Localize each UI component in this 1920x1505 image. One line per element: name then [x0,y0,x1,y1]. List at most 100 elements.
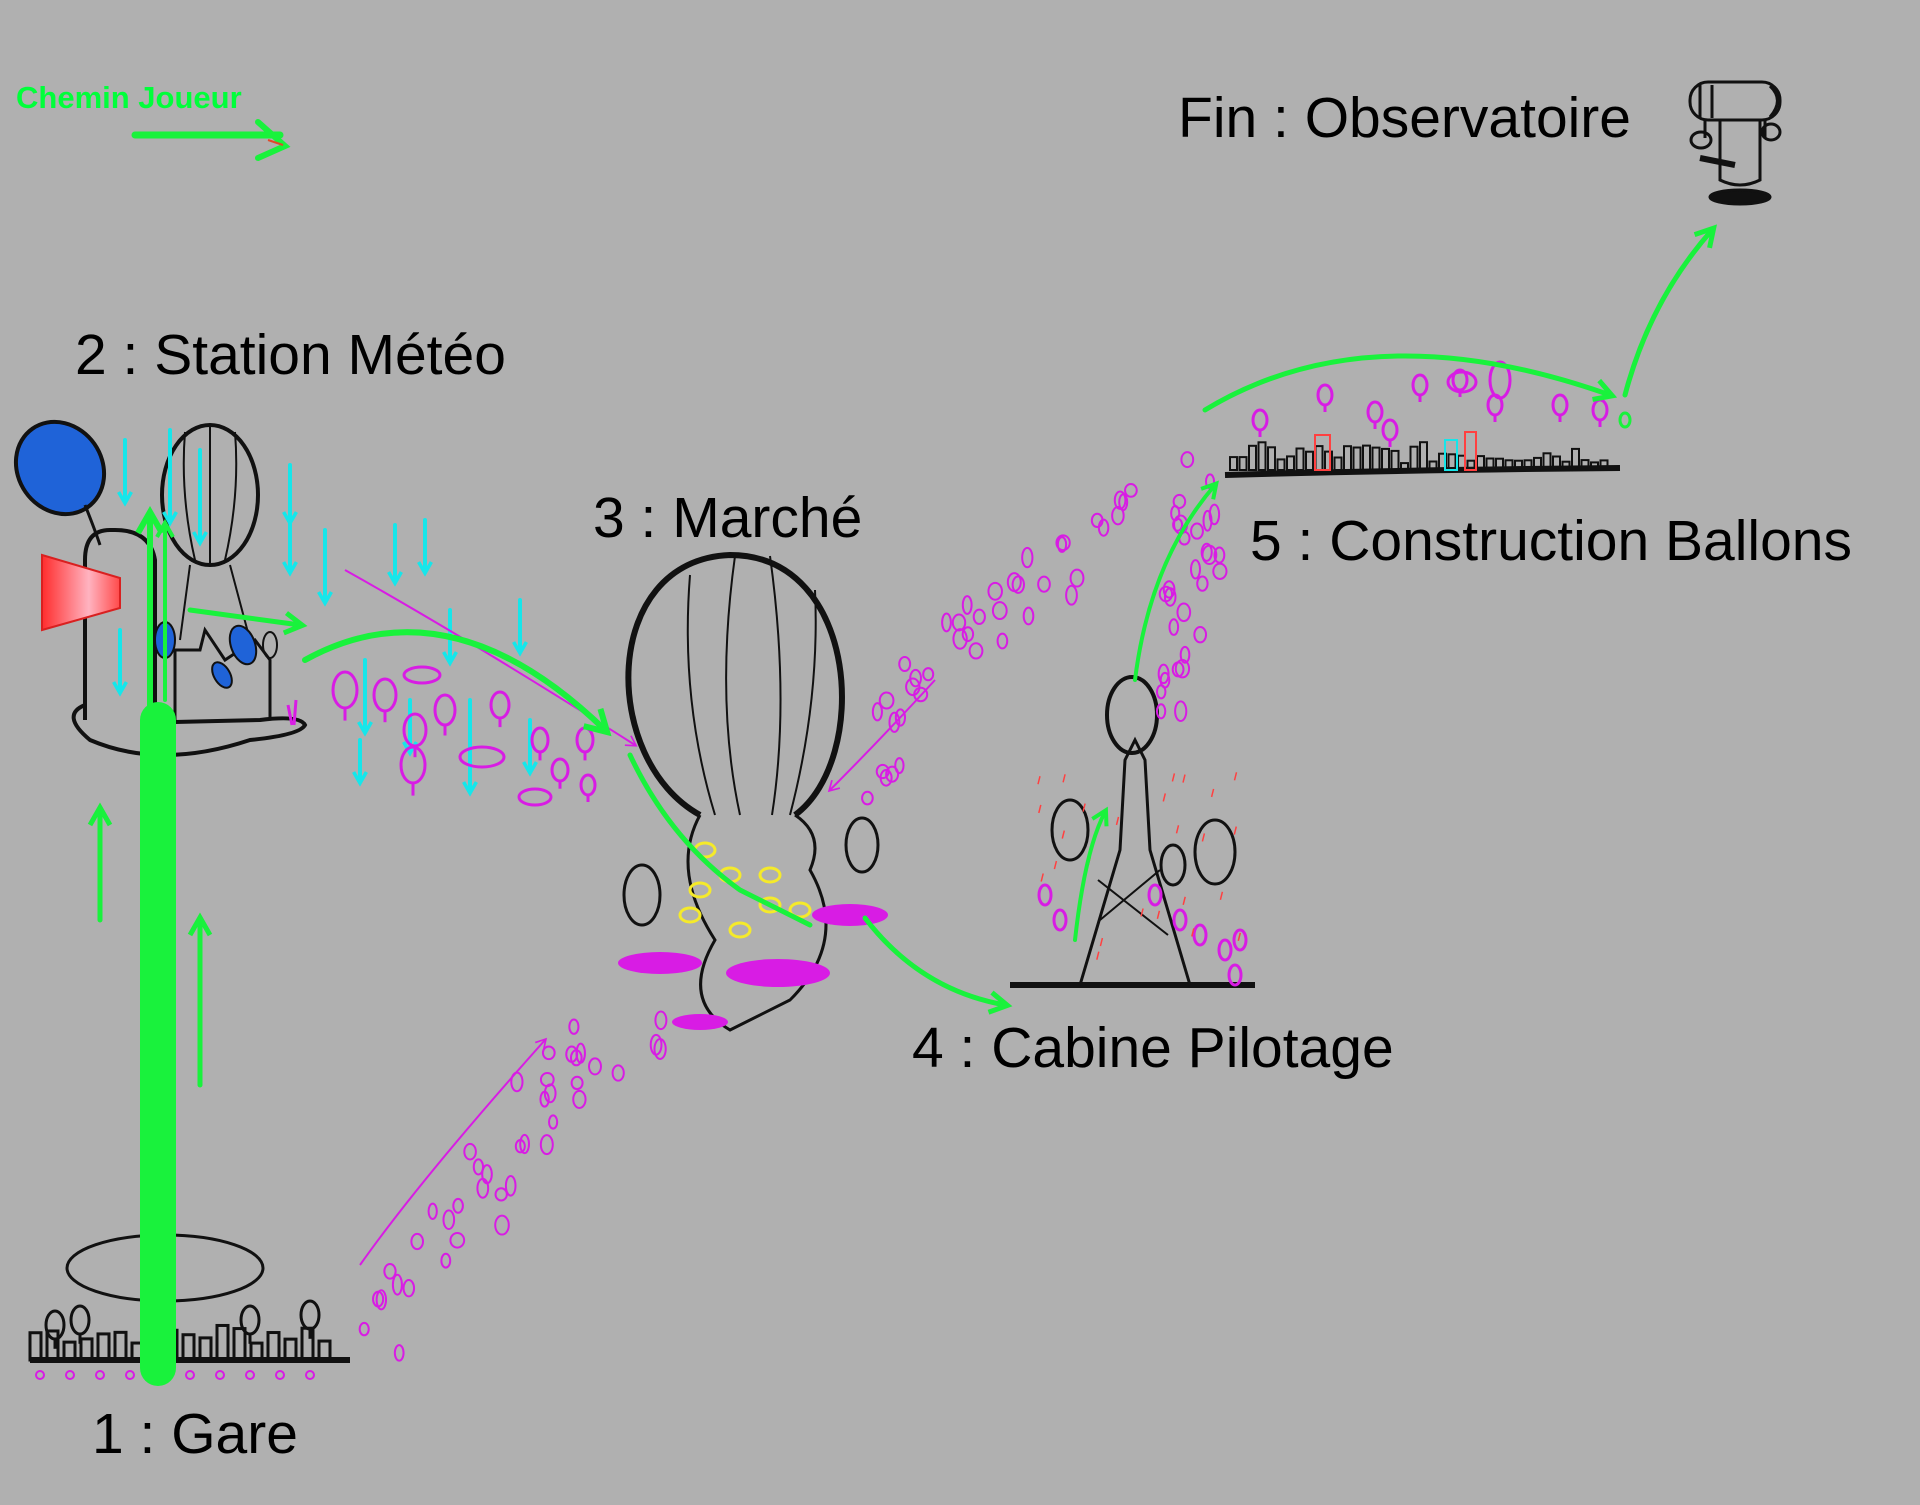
traffic-balloon [898,655,912,673]
meteo-balloon [575,726,595,754]
cabine-spark [1115,816,1120,826]
construction-building [1295,447,1305,471]
gare-dock-marker [35,1370,45,1380]
traffic-balloon [427,1202,438,1220]
gare-building [232,1327,247,1362]
traffic-balloon [1021,546,1034,569]
gare-building [113,1330,128,1362]
gare-dock-marker [305,1370,315,1380]
traffic-balloon [991,601,1008,621]
traffic-balloon [1189,559,1202,580]
traffic-balloon [452,1197,464,1214]
construction-building [1314,445,1324,472]
cabine-spark [1201,833,1206,842]
traffic-balloon [1193,625,1208,644]
traffic-balloon [1155,703,1167,720]
construction-building [1552,455,1561,471]
traffic-balloon [476,1177,490,1199]
cabine-spark [1140,908,1144,917]
balloon-traffic-cabine-construction [1155,503,1228,722]
traffic-balloon [961,595,973,615]
cabine-spark [1219,891,1224,900]
meteo-station-drawing [13,419,308,757]
traffic-balloon [894,757,905,775]
construction-building [1580,459,1590,472]
traffic-balloon [1168,618,1180,636]
traffic-balloon [961,626,975,643]
traffic-balloon [1174,700,1188,722]
cabine-balloon [1232,928,1248,952]
construction-balloon [1366,400,1384,424]
traffic-balloon [472,1158,485,1176]
traffic-balloon [393,1344,405,1362]
construction-building [1542,452,1552,471]
cabine-spark [1175,825,1180,834]
construction-building [1485,457,1495,471]
construction-building [1371,446,1381,472]
traffic-balloon [951,613,967,632]
traffic-balloon [410,1232,425,1251]
construction-building [1257,441,1267,471]
balloon-traffic-marche-construction [827,451,1216,806]
meteo-balloon [579,773,597,797]
traffic-balloon [391,1273,403,1296]
gare-balloon [44,1309,66,1341]
traffic-balloon [402,1278,416,1298]
traffic-balloon [494,1187,508,1202]
station-label-construction: 5 : Construction Ballons [1250,509,1852,573]
construction-balloon [1551,393,1569,417]
construction-building [1286,455,1295,471]
station-label-gare: 1 : Gare [92,1402,298,1466]
meteo-balloon [433,693,457,727]
traffic-balloon [1208,503,1221,526]
gare-building [317,1339,332,1362]
gare-building [215,1323,230,1362]
traffic-balloon [649,1033,663,1056]
meteo-balloon [489,690,511,720]
meteo-balloon [372,677,398,713]
construction-building [1362,444,1371,472]
traffic-balloon [952,628,968,650]
traffic-balloon [972,608,986,625]
traffic-balloon [875,763,890,780]
cabine-spark [1171,773,1176,782]
traffic-balloon [494,1214,510,1236]
market-good [758,866,782,884]
construction-building [1571,447,1580,471]
traffic-balloon [1006,572,1022,593]
cabine-balloon [1172,908,1188,932]
construction-building [1343,445,1352,472]
construction-building [1590,461,1599,471]
marche-station-drawing [618,551,888,1032]
traffic-balloon [539,1134,554,1156]
traffic-balloon [861,790,874,806]
player-path [87,224,1717,1386]
construction-building [1409,445,1419,472]
traffic-balloon [1113,490,1127,510]
meteo-airship [517,787,553,807]
construction-balloon [1488,360,1512,400]
traffic-balloon [968,642,984,660]
construction-building [1504,459,1514,471]
traffic-balloon [1162,580,1176,599]
traffic-balloon [463,1142,477,1161]
cabine-spark [1037,776,1041,785]
cabine-spark [1191,928,1195,937]
meteo-airship [402,665,442,685]
construction-building [1267,446,1276,471]
gare-building [283,1337,298,1362]
traffic-balloon [894,708,907,727]
gare-dock-marker [95,1370,105,1380]
station-label-marche: 3 : Marché [593,486,863,550]
meteo-balloons [331,665,597,807]
cabine-spark [1182,774,1186,783]
construction-building [1419,441,1428,472]
construction-building [1238,456,1248,472]
gare-building [249,1341,264,1362]
traffic-balloon [442,1209,456,1231]
traffic-balloon [909,668,922,688]
construction-building [1390,449,1400,471]
cabine-spark [1237,932,1242,941]
traffic-balloon [510,1071,524,1093]
